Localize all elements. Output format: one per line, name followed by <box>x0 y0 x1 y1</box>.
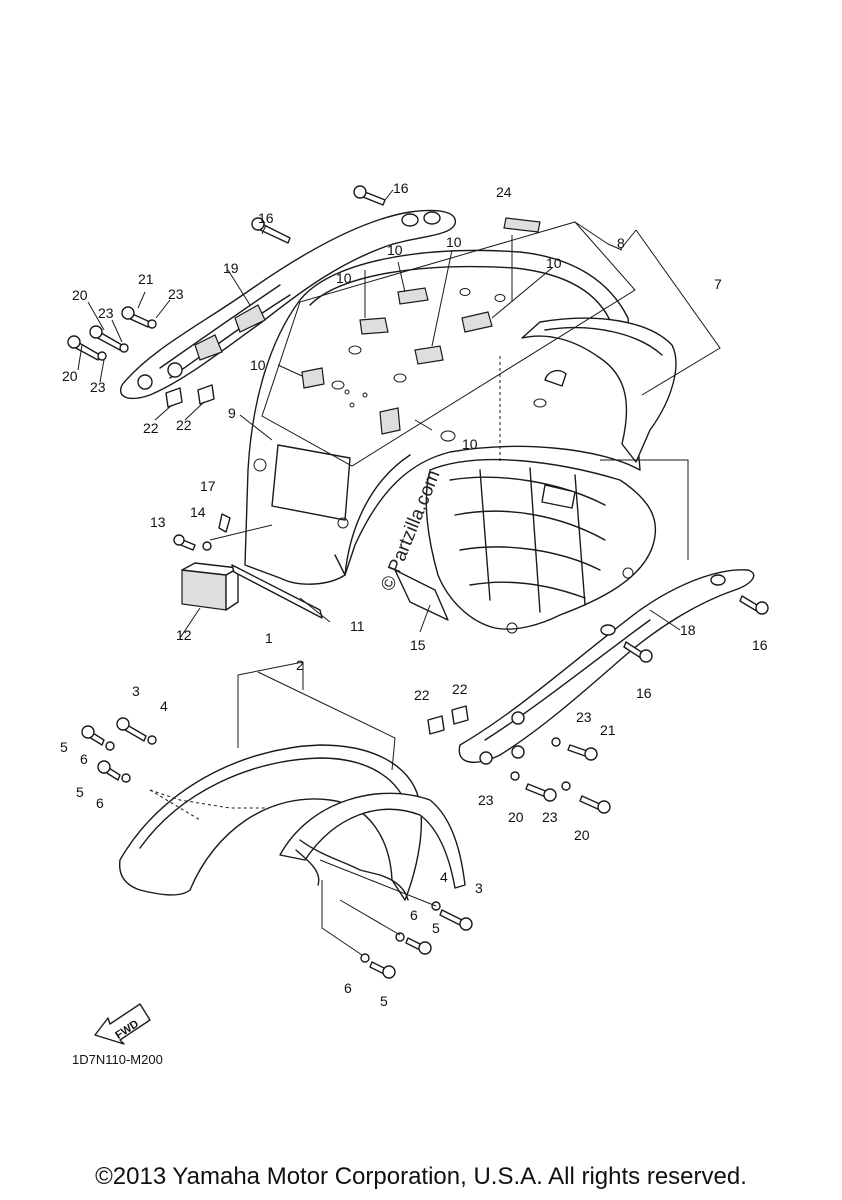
callout-10: 10 <box>462 436 478 452</box>
callout-14: 14 <box>190 504 206 520</box>
rear-side-cover <box>521 317 677 463</box>
callout-10: 10 <box>546 255 562 271</box>
callout-3: 3 <box>132 683 140 699</box>
callout-10: 10 <box>336 270 352 286</box>
callout-8: 8 <box>617 235 625 251</box>
callout-23: 23 <box>576 709 592 725</box>
callout-21: 21 <box>600 722 616 738</box>
callout-4: 4 <box>160 698 168 714</box>
callout-4: 4 <box>440 869 448 885</box>
leader-lines <box>77 189 689 639</box>
callout-23: 23 <box>168 286 184 302</box>
callout-22: 22 <box>143 420 159 436</box>
bolts-and-hardware <box>67 185 769 979</box>
callout-6: 6 <box>410 907 418 923</box>
forward-arrow-icon: FWD <box>94 1003 151 1045</box>
callout-11: 11 <box>350 618 365 634</box>
callout-10: 10 <box>446 234 462 250</box>
diagram-code: 1D7N110-M200 <box>72 1052 163 1067</box>
callout-20: 20 <box>508 809 524 825</box>
callout-numbers: 16 24 16 8 10 10 10 10 19 7 21 23 20 23 … <box>60 180 768 1009</box>
callout-16: 16 <box>393 180 409 196</box>
callout-21: 21 <box>138 271 154 287</box>
callout-6: 6 <box>96 795 104 811</box>
callout-20: 20 <box>72 287 88 303</box>
callout-22: 22 <box>452 681 468 697</box>
cushion-pads <box>301 287 493 435</box>
callout-22: 22 <box>414 687 430 703</box>
callout-16: 16 <box>636 685 652 701</box>
callout-17: 17 <box>200 478 216 494</box>
callout-23: 23 <box>98 305 114 321</box>
callout-13: 13 <box>150 514 166 530</box>
callout-5: 5 <box>60 739 68 755</box>
callout-15: 15 <box>410 637 426 653</box>
callout-3: 3 <box>475 880 483 896</box>
callout-12: 12 <box>176 627 192 643</box>
callout-19: 19 <box>223 260 239 276</box>
callout-10: 10 <box>250 357 266 373</box>
callout-18: 18 <box>680 622 696 638</box>
assembly-brackets <box>261 221 721 467</box>
callout-23: 23 <box>90 379 106 395</box>
rear-fender-inner <box>394 458 657 634</box>
callout-5: 5 <box>380 993 388 1009</box>
callout-23: 23 <box>542 809 558 825</box>
callout-10: 10 <box>387 242 403 258</box>
callout-2: 2 <box>296 657 304 673</box>
caution-label <box>503 217 541 233</box>
callout-5: 5 <box>432 920 440 936</box>
callout-22: 22 <box>176 417 192 433</box>
callout-9: 9 <box>228 405 236 421</box>
fender-stay-right <box>458 569 755 765</box>
callout-6: 6 <box>344 980 352 996</box>
callout-24: 24 <box>496 184 512 200</box>
callout-6: 6 <box>80 751 88 767</box>
callout-20: 20 <box>62 368 78 384</box>
callout-5: 5 <box>76 784 84 800</box>
fender-stay-left <box>119 209 456 400</box>
callout-23: 23 <box>478 792 494 808</box>
callout-16: 16 <box>258 210 274 226</box>
front-fender <box>118 744 466 901</box>
copyright-notice: ©2013 Yamaha Motor Corporation, U.S.A. A… <box>95 1163 747 1190</box>
callout-7: 7 <box>714 276 722 292</box>
callout-20: 20 <box>574 827 590 843</box>
callout-1: 1 <box>265 630 273 646</box>
callout-16: 16 <box>752 637 768 653</box>
